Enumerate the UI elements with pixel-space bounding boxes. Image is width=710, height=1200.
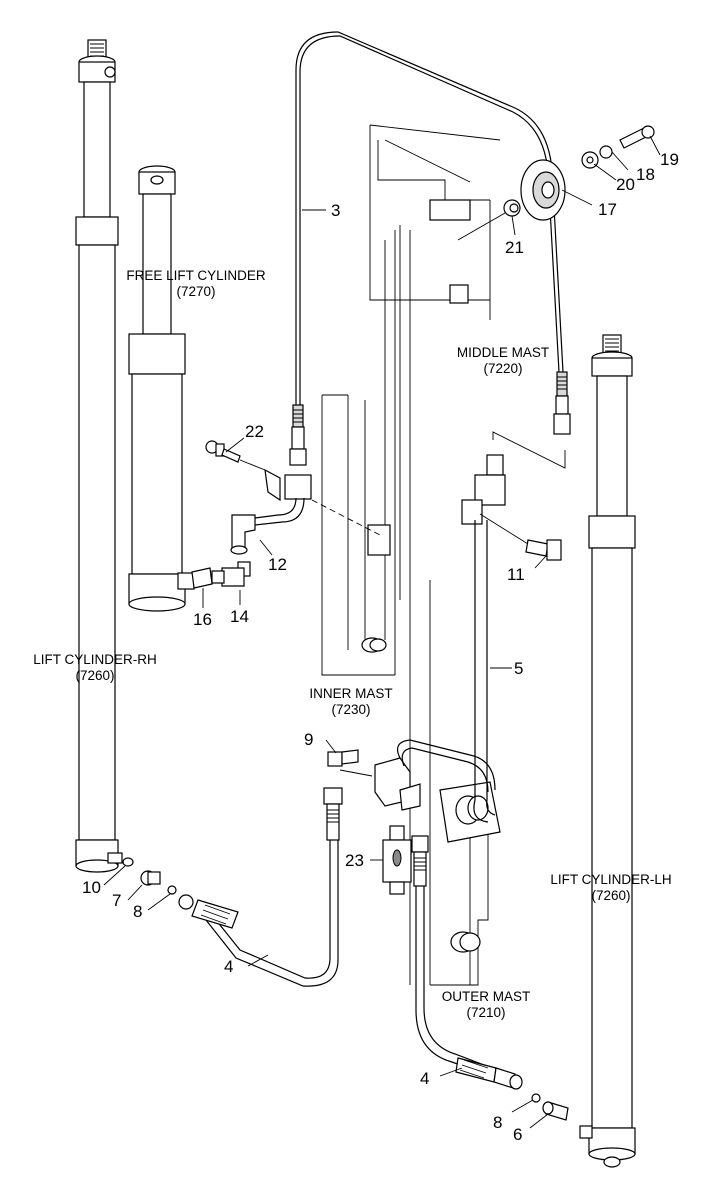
middle-mast-code: (7220) <box>483 361 522 376</box>
lift-cylinder-rh-code: (7260) <box>75 668 114 683</box>
oring-8b <box>531 1093 541 1103</box>
hose-3 <box>289 31 571 466</box>
sheave-17 <box>520 159 566 221</box>
inner-mast-label: INNER MAST <box>309 686 392 701</box>
leader-lines <box>103 135 661 1129</box>
fitting-23 <box>382 825 412 895</box>
callout-20: 20 <box>616 175 635 194</box>
inner-mast-code: (7230) <box>331 702 370 717</box>
callout-4-left: 4 <box>224 957 233 976</box>
callout-5: 5 <box>514 659 523 678</box>
callout-4-right: 4 <box>420 1069 429 1088</box>
callout-16: 16 <box>193 610 212 629</box>
outer-mast-label: OUTER MAST <box>442 989 531 1004</box>
callout-7: 7 <box>112 891 121 910</box>
elbow-14 <box>211 561 251 587</box>
lift-cylinder-rh <box>75 39 123 873</box>
callout-11: 11 <box>507 565 525 584</box>
hose-4-right <box>411 835 523 1090</box>
callout-8-right: 8 <box>493 1113 502 1132</box>
bolt-22 <box>205 440 266 471</box>
lift-cylinder-lh-label: LIFT CYLINDER-LH <box>550 872 671 887</box>
callout-23: 23 <box>345 851 364 870</box>
callout-9: 9 <box>304 730 313 749</box>
hose-5 <box>461 454 506 823</box>
callout-19: 19 <box>660 150 679 169</box>
lift-cylinder-lh-code: (7260) <box>591 888 630 903</box>
inner-mast <box>321 230 396 676</box>
free-lift-cylinder-label: FREE LIFT CYLINDER <box>126 268 266 283</box>
free-lift-cylinder <box>128 165 195 612</box>
callout-14: 14 <box>230 607 249 626</box>
fitting-7 <box>140 870 161 886</box>
washer-18 <box>599 145 613 159</box>
middle-mast <box>369 124 501 600</box>
bolt-11 <box>479 513 562 561</box>
outer-mast-code: (7210) <box>466 1005 505 1020</box>
lift-cylinder-rh-label: LIFT CYLINDER-RH <box>33 652 157 667</box>
outer-mast <box>409 580 501 986</box>
callout-3: 3 <box>331 201 340 220</box>
callout-10: 10 <box>82 878 101 897</box>
callout-6: 6 <box>513 1125 522 1144</box>
oring-8a <box>167 885 177 895</box>
hose-4-left <box>178 787 343 987</box>
callout-8-left: 8 <box>133 902 142 921</box>
free-lift-cylinder-code: (7270) <box>176 284 215 299</box>
callout-21: 21 <box>505 238 524 257</box>
bolt-9 <box>327 749 373 777</box>
bolt-19 <box>619 125 655 149</box>
callout-22: 22 <box>245 422 264 441</box>
hose-12 <box>230 468 312 555</box>
fitting-6 <box>542 1101 569 1121</box>
callout-12: 12 <box>268 555 287 574</box>
callout-17: 17 <box>598 200 617 219</box>
callout-18: 18 <box>636 165 655 184</box>
valve-block <box>374 739 496 811</box>
fitting-16 <box>191 567 213 589</box>
lift-cylinder-lh <box>579 334 636 1168</box>
fitting-10 <box>122 857 134 867</box>
pin-21 <box>457 199 521 241</box>
middle-mast-label: MIDDLE MAST <box>457 345 549 360</box>
